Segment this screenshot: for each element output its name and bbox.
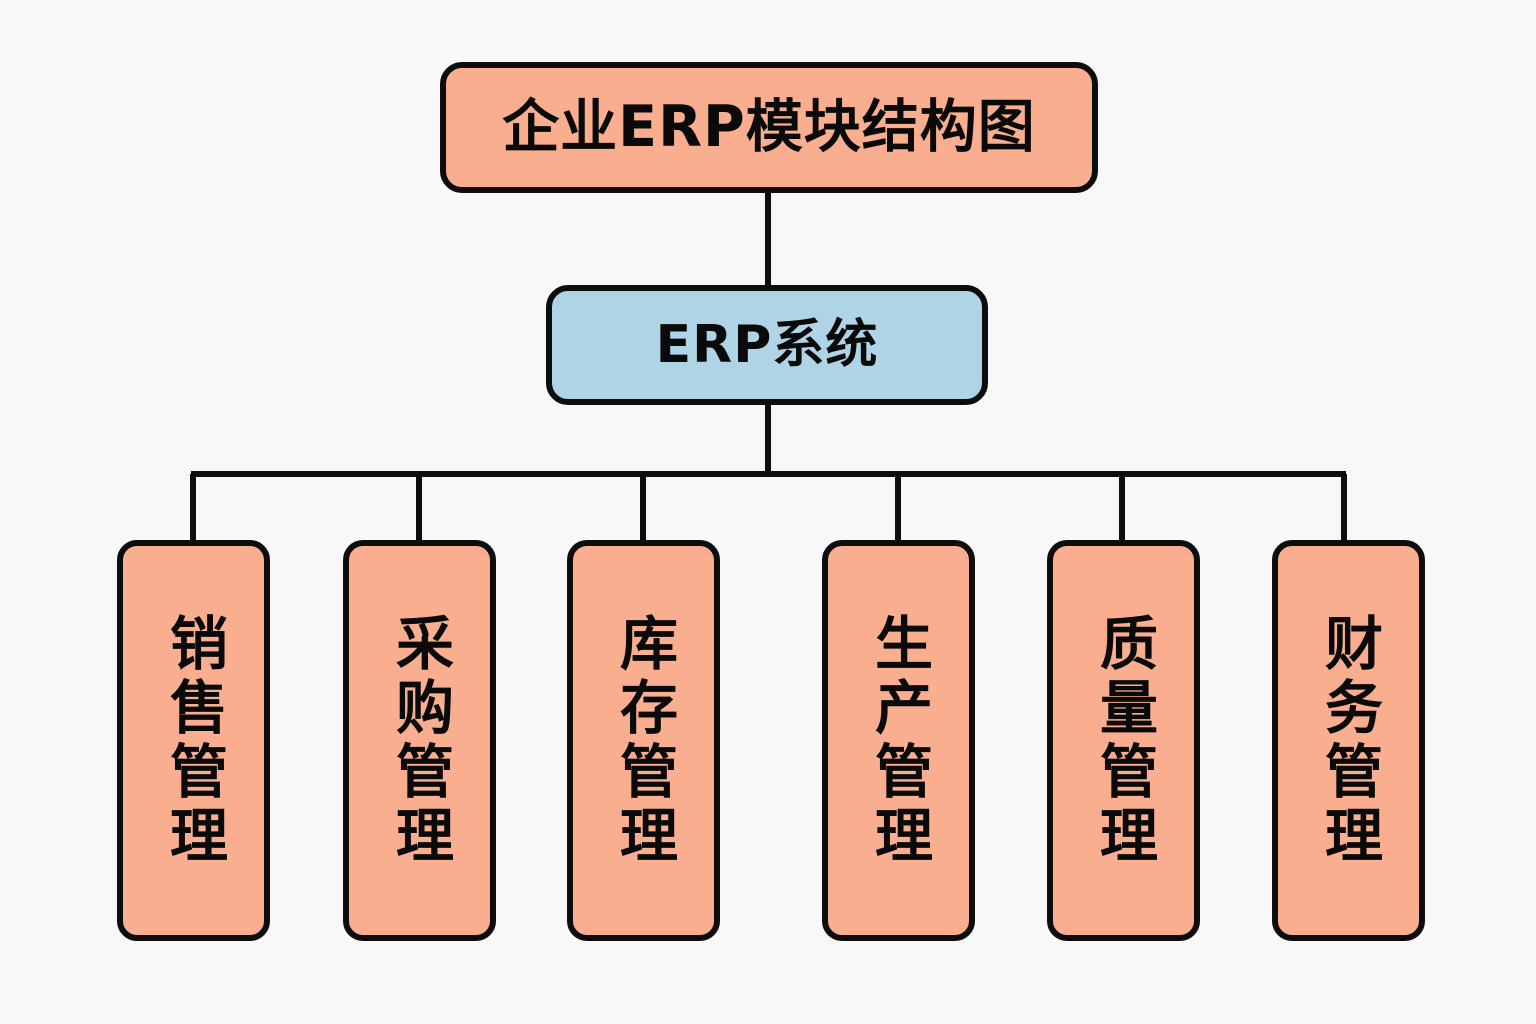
module-node-label: 生产管理: [864, 612, 933, 869]
module-node-production[interactable]: 生产管理: [822, 540, 975, 941]
module-node-procurement[interactable]: 采购管理: [343, 540, 496, 941]
module-node-label: 库存管理: [609, 612, 678, 869]
module-node-label: 采购管理: [385, 612, 454, 869]
root-node-label: ERP系统: [655, 315, 879, 375]
module-node-label: 质量管理: [1089, 612, 1158, 869]
module-node-quality[interactable]: 质量管理: [1047, 540, 1200, 941]
module-node-finance[interactable]: 财务管理: [1272, 540, 1425, 941]
diagram-title-node: 企业ERP模块结构图: [440, 62, 1098, 193]
module-node-label: 销售管理: [159, 612, 228, 869]
root-node-erp-system[interactable]: ERP系统: [546, 285, 988, 405]
module-node-inventory[interactable]: 库存管理: [567, 540, 720, 941]
module-node-label: 财务管理: [1314, 612, 1383, 869]
diagram-title-label: 企业ERP模块结构图: [502, 94, 1036, 160]
module-node-sales[interactable]: 销售管理: [117, 540, 270, 941]
